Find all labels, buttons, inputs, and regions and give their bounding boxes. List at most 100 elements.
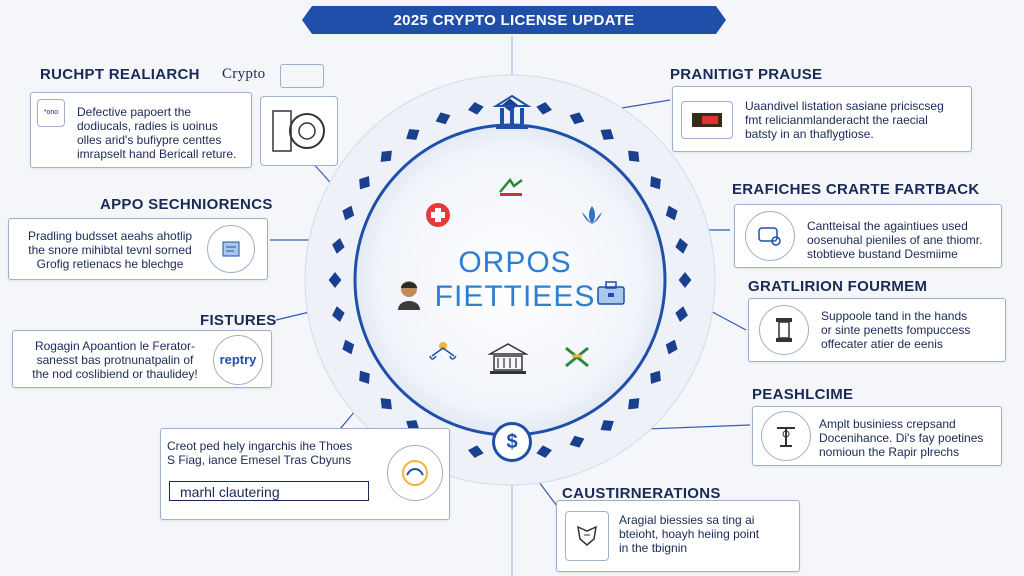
ring-ornament	[569, 435, 585, 448]
research-grid-icon	[280, 64, 324, 88]
feedback-line: oosenuhal pieniles of ane thiomr.	[807, 233, 983, 247]
practise-heading: PRANITIGT PRAUSE	[670, 66, 823, 83]
customer-shield-icon	[565, 511, 609, 561]
peashlcime-text: Amplt businiess crepsand Docenihance. Di…	[819, 417, 983, 459]
research-heading: RUCHPT REALIARCH	[40, 66, 200, 83]
ring-ornament	[628, 398, 640, 410]
peashlcime-pillar-icon	[761, 411, 811, 461]
portrait-icon	[396, 278, 422, 310]
medical-cross-icon	[425, 202, 451, 228]
ring-ornament	[569, 112, 585, 125]
ring-ornament	[380, 398, 392, 410]
fistures-card: Rogagin Apoantion le Ferator- sanesst ba…	[12, 330, 272, 388]
peashlcime-line: Docenihance. Di's fay poetines	[819, 431, 984, 445]
ring-ornament	[406, 129, 420, 140]
center-title-line2: FIETTIEES	[434, 280, 596, 313]
fistures-line: Rogagin Apoantion le Ferator-	[34, 339, 196, 353]
bottom-left-field[interactable]: marhl clautering	[169, 481, 369, 501]
apps-doc-icon	[207, 225, 255, 273]
fistures-line: the nod coslibiend or thaulidey!	[32, 367, 198, 381]
ring-ornament	[600, 129, 614, 140]
briefcase-icon	[596, 280, 626, 306]
ring-ornament	[342, 205, 355, 221]
center-title-line1: ORPOS	[458, 246, 572, 279]
feedback-text: Cantteisal the againtiues used oosenuhal…	[807, 219, 982, 261]
fistures-line: sanesst bas protnunatpalin of	[36, 353, 194, 367]
ring-ornament	[332, 238, 345, 254]
apps-card: Pradling budsset aeahs ahotlip the snore…	[8, 218, 268, 280]
framework-card: Suppoole tand in the hands or sinte pene…	[748, 298, 1006, 362]
feedback-chat-icon	[745, 211, 795, 261]
fistures-heading: FISTURES	[200, 312, 277, 329]
framework-line: or sinte penetts fompuccess	[821, 323, 971, 337]
apps-line: the snore mihibtal tevnl sorned	[28, 243, 192, 257]
feedback-heading: ERAFICHES CRARTE FARTBACK	[732, 181, 980, 198]
framework-column-icon	[759, 305, 809, 355]
ring-ornament	[536, 102, 552, 115]
ring-ornament	[359, 176, 370, 190]
apps-heading: APPO SECHNIORENCS	[100, 196, 273, 213]
bottom-left-line: Creot ped hely ingarchis ihe Thoes	[167, 439, 353, 453]
ring-ornament	[665, 205, 678, 221]
center-title: ORPOS FIETTIEES	[420, 246, 610, 314]
peashlcime-card: Amplt businiess crepsand Docenihance. Di…	[752, 406, 1002, 466]
framework-text: Suppoole tand in the hands or sinte pene…	[821, 309, 970, 351]
research-logo-icon: *ono	[37, 99, 65, 127]
ring-ornament	[600, 420, 614, 431]
ring-ornament	[650, 370, 661, 384]
customer-card: Aragial biessies sa ting ai bteioht, hoa…	[556, 500, 800, 572]
practise-line: Uaandivel listation sasiane priciscseg	[745, 99, 944, 113]
fistures-badge: reptry	[213, 335, 263, 385]
ring-ornament	[332, 306, 345, 322]
fistures-text: Rogagin Apoantion le Ferator- sanesst ba…	[19, 339, 211, 381]
research-line: dodiucals, radies is uoinus	[77, 119, 218, 133]
ring-ornament	[650, 176, 661, 190]
ring-ornament	[675, 238, 688, 254]
ring-ornament	[435, 112, 451, 125]
scales-icon	[428, 340, 458, 366]
ring-ornament	[468, 102, 484, 115]
research-subheading: Crypto	[222, 66, 266, 82]
research-logo-text: *ono	[43, 109, 59, 116]
bottom-left-line: S Fiag, iance Emesel Tras Cbyuns	[167, 453, 352, 467]
customer-line: bteioht, hoayh heiing point	[619, 527, 760, 541]
research-text: Defective papoert the dodiucals, radies …	[77, 105, 236, 161]
research-heading-text: RUCHPT REALIARCH	[40, 66, 200, 83]
apps-line: Pradling budsset aeahs ahotlip	[27, 229, 193, 243]
research-line: olles arid's bufiypre centtes	[77, 133, 222, 147]
apps-text: Pradling budsset aeahs ahotlip the snore…	[17, 229, 203, 271]
customer-text: Aragial biessies sa ting ai bteioht, hoa…	[619, 513, 759, 555]
ring-ornament	[628, 150, 640, 162]
fistures-badge-text: reptry	[219, 352, 257, 367]
license-logo-icon	[496, 176, 526, 198]
practise-flag-icon	[681, 101, 733, 139]
ring-ornament	[665, 339, 678, 355]
feedback-line: Cantteisal the againtiues used	[807, 219, 968, 233]
research-wheel-icon	[260, 96, 338, 166]
ring-ornament	[359, 370, 370, 384]
framework-heading: GRATLIRION FOURMEM	[748, 278, 928, 295]
bottom-left-hand-icon	[387, 445, 443, 501]
customer-heading: CAUSTIRNERATIONS	[562, 485, 721, 502]
research-line: imrapselt hand Bericall reture.	[77, 147, 237, 161]
central-circle-graphic	[304, 74, 716, 486]
ring-ornament	[380, 150, 392, 162]
dollar-coin-icon: $	[492, 422, 532, 462]
lotus-icon	[578, 204, 606, 226]
peashlcime-line: nomioun the Rapir plrechs	[819, 445, 960, 459]
ring-ornament	[536, 445, 552, 458]
ring-ornament	[675, 306, 688, 322]
peashlcime-heading: PEASHLCIME	[752, 386, 854, 403]
research-card: *ono Defective papoert the dodiucals, ra…	[30, 92, 252, 168]
building-icon	[488, 342, 528, 376]
practise-card: Uaandivel listation sasiane priciscseg f…	[672, 86, 972, 152]
apps-line: Grofig retienacs he blechge	[36, 257, 184, 271]
feedback-line: stobtieve bustand Desmiime	[807, 247, 958, 261]
title-banner: 2025 CRYPTO LICENSE UPDATE	[302, 6, 726, 34]
ring-ornament	[468, 445, 484, 458]
bottom-left-card: Creot ped hely ingarchis ihe Thoes S Fia…	[160, 428, 450, 520]
peashlcime-line: Amplt businiess crepsand	[819, 417, 956, 431]
customer-line: Aragial biessies sa ting ai	[619, 513, 755, 527]
bank-emblem-icon	[488, 92, 536, 132]
exchange-icon	[562, 344, 592, 370]
